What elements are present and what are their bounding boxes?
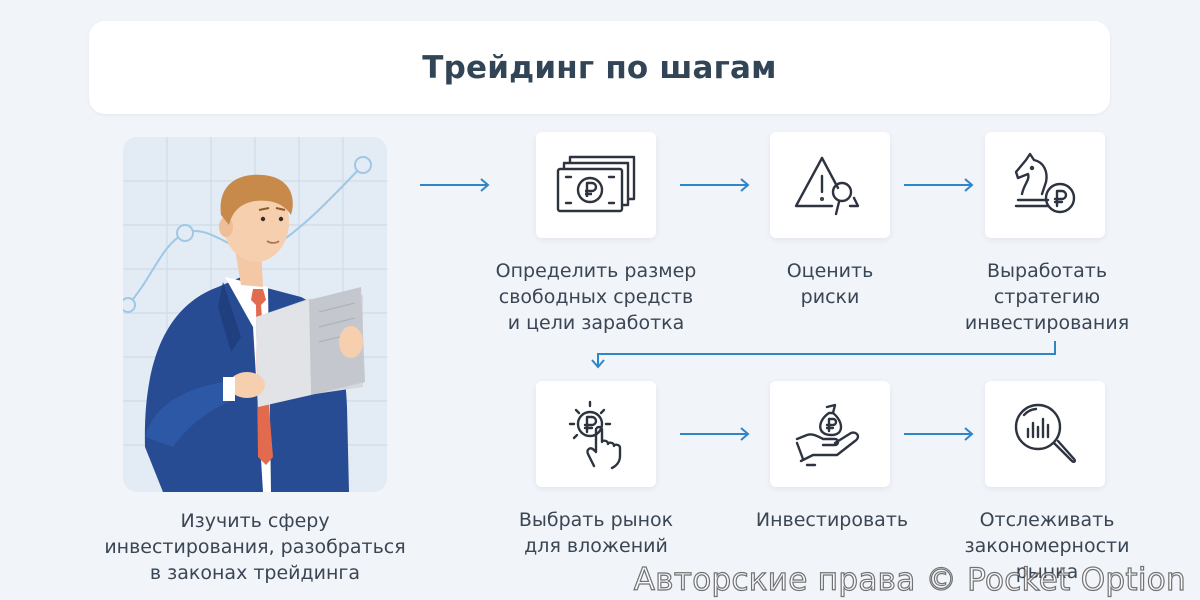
arrow-right-icon xyxy=(904,178,974,192)
arrow-return-icon xyxy=(591,341,1056,369)
title-card: Трейдинг по шагам xyxy=(89,21,1110,114)
arrow-right-icon xyxy=(680,178,750,192)
step-6-card xyxy=(770,381,890,487)
arrow-right-icon xyxy=(420,178,490,192)
copyright-watermark: Авторские права © Pocket Option xyxy=(633,561,1186,598)
page-title: Трейдинг по шагам xyxy=(422,49,777,86)
ruble-banknotes-icon xyxy=(556,155,636,213)
step-7-card xyxy=(985,381,1105,487)
hand-money-bag-icon xyxy=(795,403,860,467)
step-3-card xyxy=(770,132,890,238)
step-5-card xyxy=(536,381,656,487)
magnifier-chart-icon xyxy=(1014,403,1077,464)
arrow-right-icon xyxy=(680,427,750,441)
risk-warning-magnifier-icon xyxy=(794,156,860,216)
arrow-right-icon xyxy=(904,427,974,441)
step-2-card xyxy=(536,132,656,238)
ruble-click-hand-icon xyxy=(568,400,622,470)
step-6-label: Инвестировать xyxy=(755,509,909,531)
trader-reading-illustration xyxy=(123,137,387,492)
step-4-card xyxy=(985,132,1105,238)
chess-knight-ruble-icon xyxy=(1014,152,1076,214)
